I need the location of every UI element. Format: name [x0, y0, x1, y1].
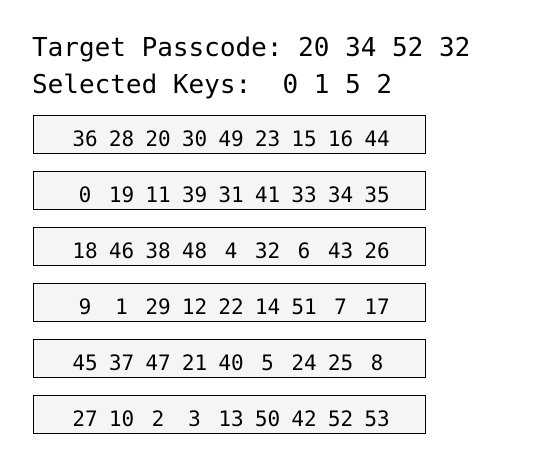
key-24[interactable]: 24	[291, 351, 317, 375]
key-34[interactable]: 34	[327, 183, 354, 207]
key-12[interactable]: 12	[181, 295, 208, 319]
key-0[interactable]: 0	[78, 183, 92, 207]
key-50[interactable]: 50	[254, 407, 281, 431]
key-43[interactable]: 43	[327, 239, 354, 263]
key-49[interactable]: 49	[218, 127, 244, 151]
key-21[interactable]: 21	[181, 351, 208, 375]
key-row-5[interactable]: 45 37 47 21 40 5 24 25 8	[33, 339, 426, 378]
key-42[interactable]: 42	[291, 407, 317, 431]
key-20[interactable]: 20	[145, 127, 171, 151]
key-25[interactable]: 25	[327, 351, 354, 375]
key-6[interactable]: 6	[297, 239, 311, 263]
key-39[interactable]: 39	[181, 183, 208, 207]
key-47[interactable]: 47	[145, 351, 171, 375]
key-26[interactable]: 26	[364, 239, 390, 263]
key-48[interactable]: 48	[181, 239, 208, 263]
key-17[interactable]: 17	[364, 295, 390, 319]
key-28[interactable]: 28	[108, 127, 135, 151]
key-38[interactable]: 38	[145, 239, 171, 263]
target-passcode-line: Target Passcode: 20 34 52 32	[32, 33, 470, 63]
key-4[interactable]: 4	[224, 239, 238, 263]
key-51[interactable]: 51	[291, 295, 317, 319]
target-passcode-value: 20 34 52 32	[298, 33, 471, 63]
key-23[interactable]: 23	[254, 127, 281, 151]
key-19[interactable]: 19	[108, 183, 135, 207]
key-16[interactable]: 16	[327, 127, 354, 151]
selected-keys-value: 0 1 5 2	[282, 70, 393, 100]
key-31[interactable]: 31	[218, 183, 244, 207]
key-30[interactable]: 30	[181, 127, 208, 151]
key-18[interactable]: 18	[72, 239, 98, 263]
key-36[interactable]: 36	[72, 127, 98, 151]
key-8[interactable]: 8	[370, 351, 384, 375]
key-27[interactable]: 27	[72, 407, 98, 431]
key-46[interactable]: 46	[108, 239, 135, 263]
key-15[interactable]: 15	[291, 127, 317, 151]
key-22[interactable]: 22	[218, 295, 244, 319]
key-10[interactable]: 10	[108, 407, 135, 431]
target-passcode-label: Target Passcode:	[32, 33, 283, 63]
key-32[interactable]: 32	[254, 239, 281, 263]
key-40[interactable]: 40	[218, 351, 244, 375]
key-11[interactable]: 11	[145, 183, 171, 207]
key-29[interactable]: 29	[145, 295, 171, 319]
selected-keys-line: Selected Keys: 0 1 5 2	[32, 70, 392, 100]
key-row-1[interactable]: 36 28 20 30 49 23 15 16 44	[33, 115, 426, 154]
key-41[interactable]: 41	[254, 183, 281, 207]
key-35[interactable]: 35	[364, 183, 390, 207]
selected-keys-label: Selected Keys:	[32, 70, 252, 100]
key-33[interactable]: 33	[291, 183, 317, 207]
key-52[interactable]: 52	[327, 407, 354, 431]
key-37[interactable]: 37	[108, 351, 135, 375]
key-3[interactable]: 3	[188, 407, 201, 431]
key-1[interactable]: 1	[115, 295, 128, 319]
key-7[interactable]: 7	[334, 295, 347, 319]
key-9[interactable]: 9	[78, 295, 92, 319]
key-53[interactable]: 53	[364, 407, 390, 431]
key-44[interactable]: 44	[364, 127, 390, 151]
key-5[interactable]: 5	[261, 351, 274, 375]
key-row-2[interactable]: 0 19 11 39 31 41 33 34 35	[33, 171, 426, 210]
key-13[interactable]: 13	[218, 407, 244, 431]
key-14[interactable]: 14	[254, 295, 281, 319]
key-2[interactable]: 2	[151, 407, 165, 431]
key-45[interactable]: 45	[72, 351, 98, 375]
